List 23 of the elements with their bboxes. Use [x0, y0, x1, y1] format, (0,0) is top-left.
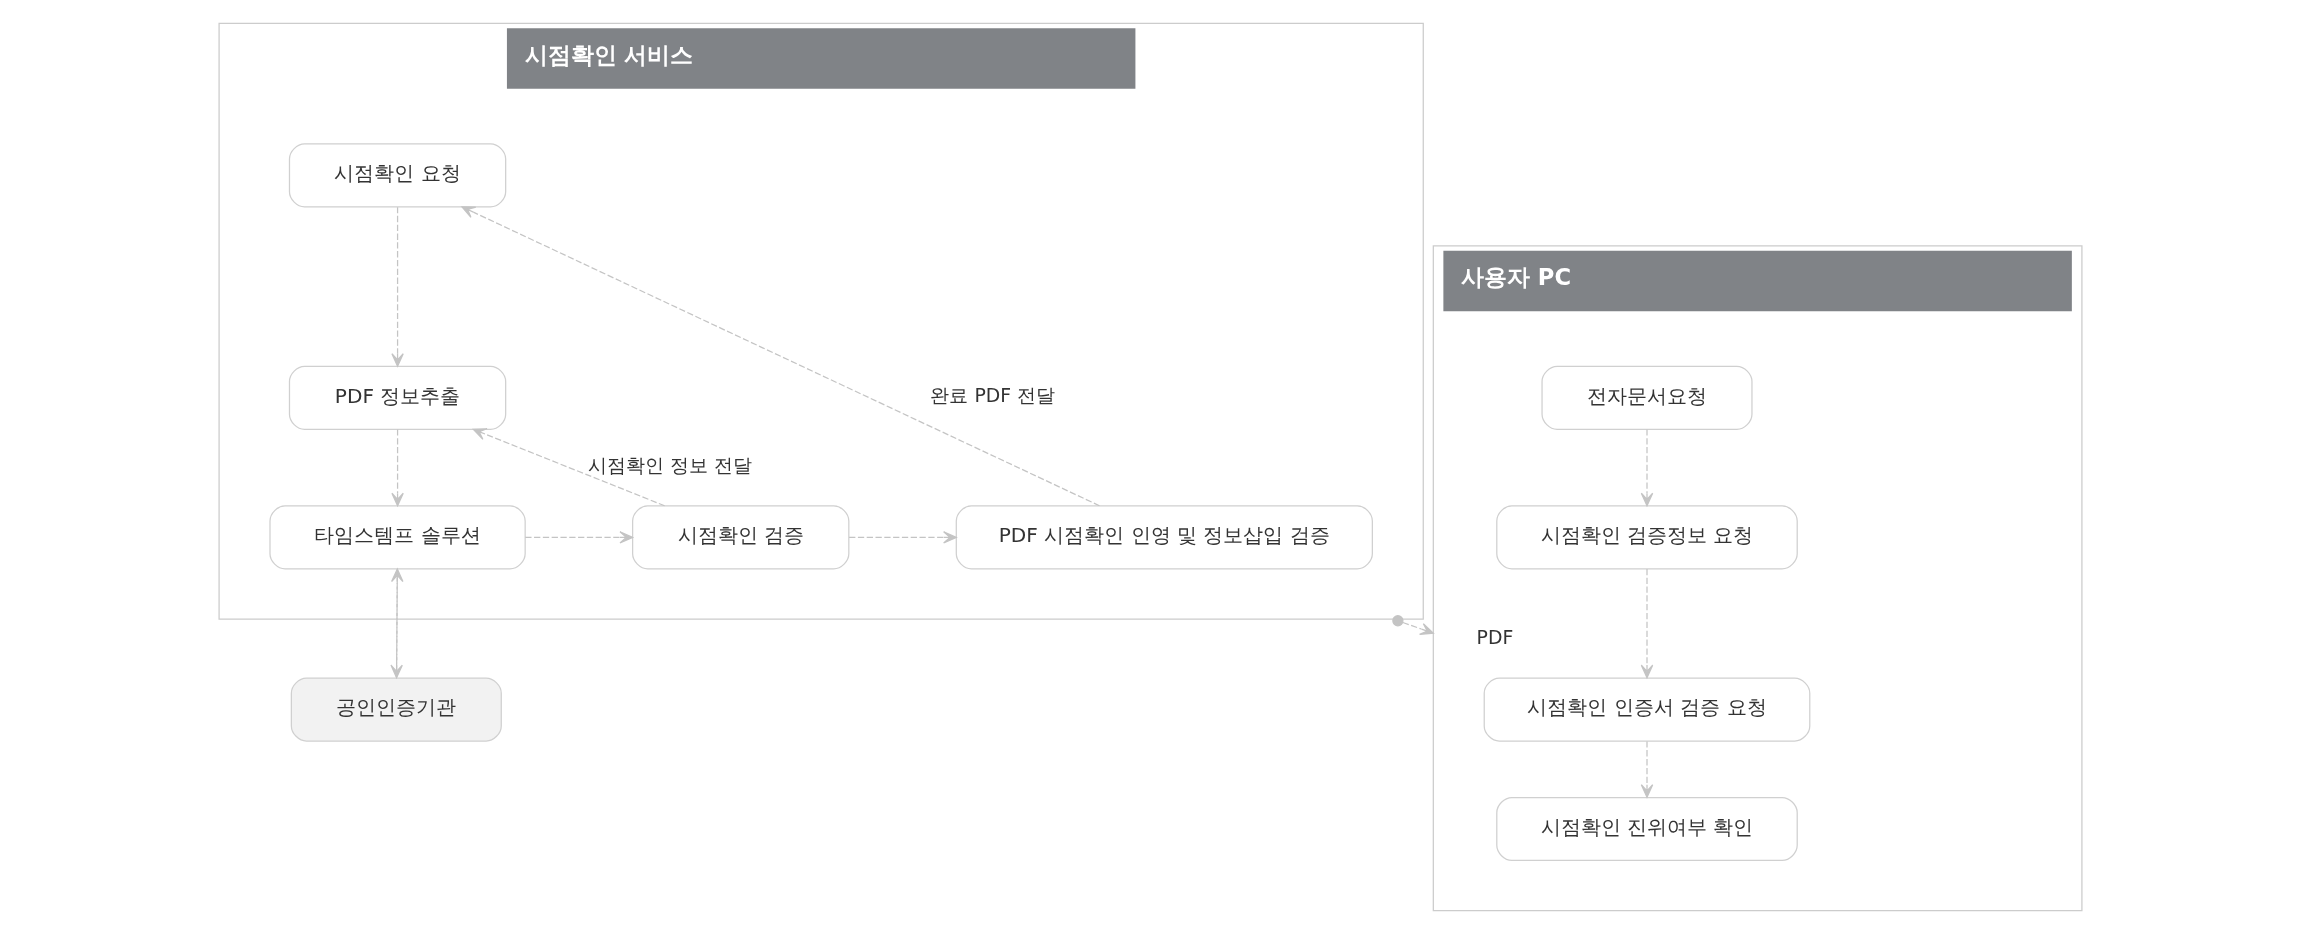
node-box: 타임스템프 솔루션 — [268, 505, 526, 570]
node-box: 공인인증기관 — [290, 677, 502, 742]
node-box: 시점확인 인증서 검증 요청 — [1483, 677, 1810, 742]
node-box: 시점확인 검증 — [631, 505, 849, 570]
node-box: PDF 시점확인 인영 및 정보삽입 검증 — [955, 505, 1373, 570]
node-box: 시점확인 검증정보 요청 — [1495, 505, 1798, 570]
node-box: 시점확인 요청 — [288, 143, 506, 208]
arrow — [390, 428, 404, 507]
arrow — [1640, 568, 1653, 679]
arrow — [390, 206, 404, 367]
arrow — [472, 428, 665, 507]
node-box: PDF 정보추출 — [288, 365, 506, 430]
edge-label: 시점확인 정보 전달 — [587, 455, 752, 477]
node-box: 시점확인 진위여부 확인 — [1495, 796, 1798, 862]
arrow — [1640, 428, 1653, 507]
arrow — [1391, 615, 1434, 635]
arrow — [460, 206, 1100, 507]
edge-label: 완료 PDF 전달 — [929, 385, 1055, 407]
arrow — [524, 531, 633, 544]
arrow — [847, 531, 957, 544]
node-box: 전자문서요청 — [1540, 365, 1753, 430]
edge-label: PDF — [1476, 627, 1513, 649]
arrow — [1640, 740, 1653, 798]
